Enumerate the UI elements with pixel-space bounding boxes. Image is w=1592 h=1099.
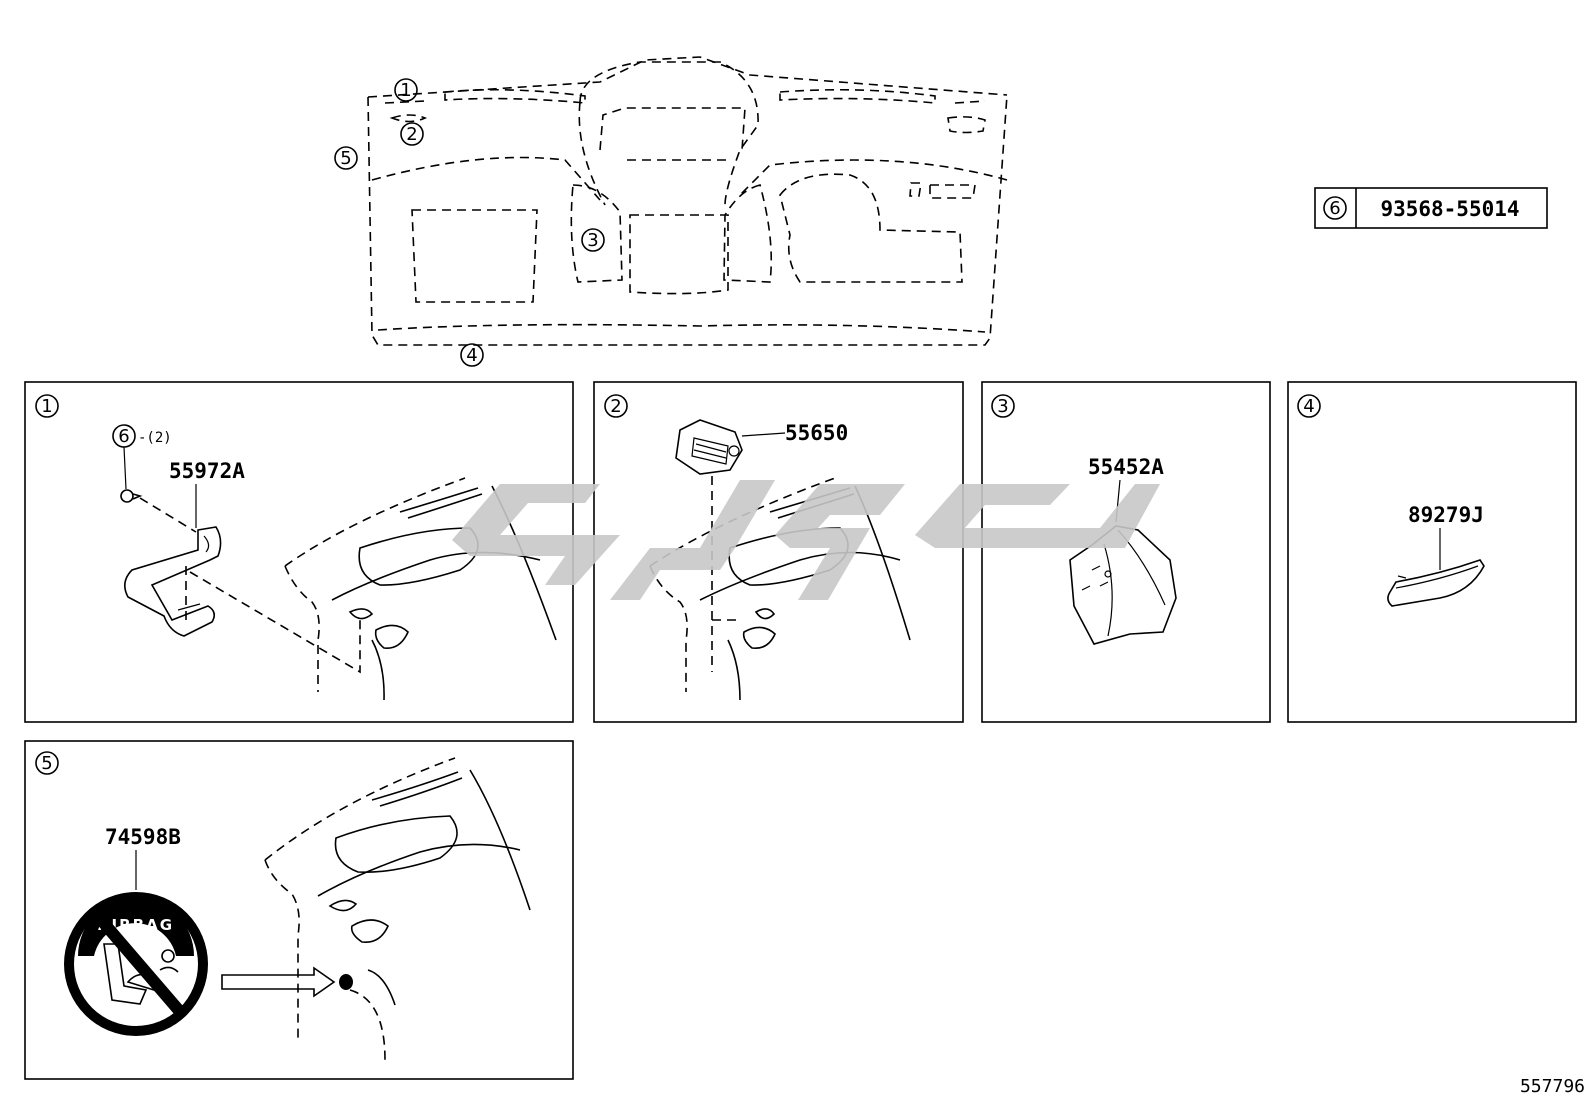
- svg-text:1: 1: [400, 80, 411, 101]
- part-label-74598B[interactable]: 74598B: [105, 825, 181, 849]
- panel-4-number: 4: [1297, 394, 1321, 418]
- label-position-dot: [339, 974, 353, 990]
- overview-callout-2[interactable]: 2: [400, 122, 424, 146]
- svg-text:4: 4: [1303, 396, 1314, 417]
- airbag-warning-label-icon[interactable]: AIRBAG: [64, 892, 208, 1036]
- overview-callout-3[interactable]: 3: [581, 228, 605, 252]
- air-vent-icon[interactable]: [675, 419, 743, 475]
- panel-1-qty: -(2): [138, 430, 172, 446]
- svg-text:2: 2: [610, 396, 621, 417]
- svg-text:3: 3: [587, 230, 598, 251]
- overview-callout-1[interactable]: 1: [394, 78, 418, 102]
- watermark-logo: [452, 480, 1160, 600]
- part-number-table: 6 93568-55014: [1314, 187, 1548, 229]
- panel-2-number: 2: [604, 394, 628, 418]
- part-label-55452A[interactable]: 55452A: [1088, 455, 1164, 479]
- svg-text:3: 3: [997, 396, 1008, 417]
- panel-4-frame: [1287, 381, 1577, 723]
- screw-icon[interactable]: [120, 489, 143, 503]
- panel-1-number: 1: [35, 394, 59, 418]
- panel-3-number: 3: [991, 394, 1015, 418]
- svg-text:1: 1: [41, 396, 52, 417]
- part-label-89279J[interactable]: 89279J: [1408, 503, 1484, 527]
- arrow-right-icon: [221, 966, 336, 998]
- svg-text:2: 2: [406, 124, 417, 145]
- table-key: 6: [1329, 198, 1340, 219]
- panel-1-ref-6: 6: [118, 426, 129, 447]
- trim-strip-icon[interactable]: [1387, 559, 1485, 607]
- panel-5-number: 5: [35, 751, 59, 775]
- svg-text:5: 5: [340, 148, 351, 169]
- panel-4-content: 89279J: [1387, 503, 1485, 607]
- diagram-id: 557796: [1520, 1076, 1585, 1097]
- panel-3-frame: [981, 381, 1271, 723]
- svg-text:4: 4: [466, 345, 477, 366]
- overview-callout-5[interactable]: 5: [334, 146, 358, 170]
- overview-callout-4[interactable]: 4: [460, 343, 484, 367]
- table-part-number[interactable]: 93568-55014: [1380, 197, 1519, 221]
- part-label-55650[interactable]: 55650: [785, 421, 848, 445]
- svg-text:5: 5: [41, 753, 52, 774]
- panel-5-content: 74598B AIRBAG: [64, 757, 531, 1061]
- overview-dashboard-outline: [367, 56, 1008, 346]
- part-label-55972A[interactable]: 55972A: [169, 459, 245, 483]
- assist-grip-icon[interactable]: [124, 526, 222, 637]
